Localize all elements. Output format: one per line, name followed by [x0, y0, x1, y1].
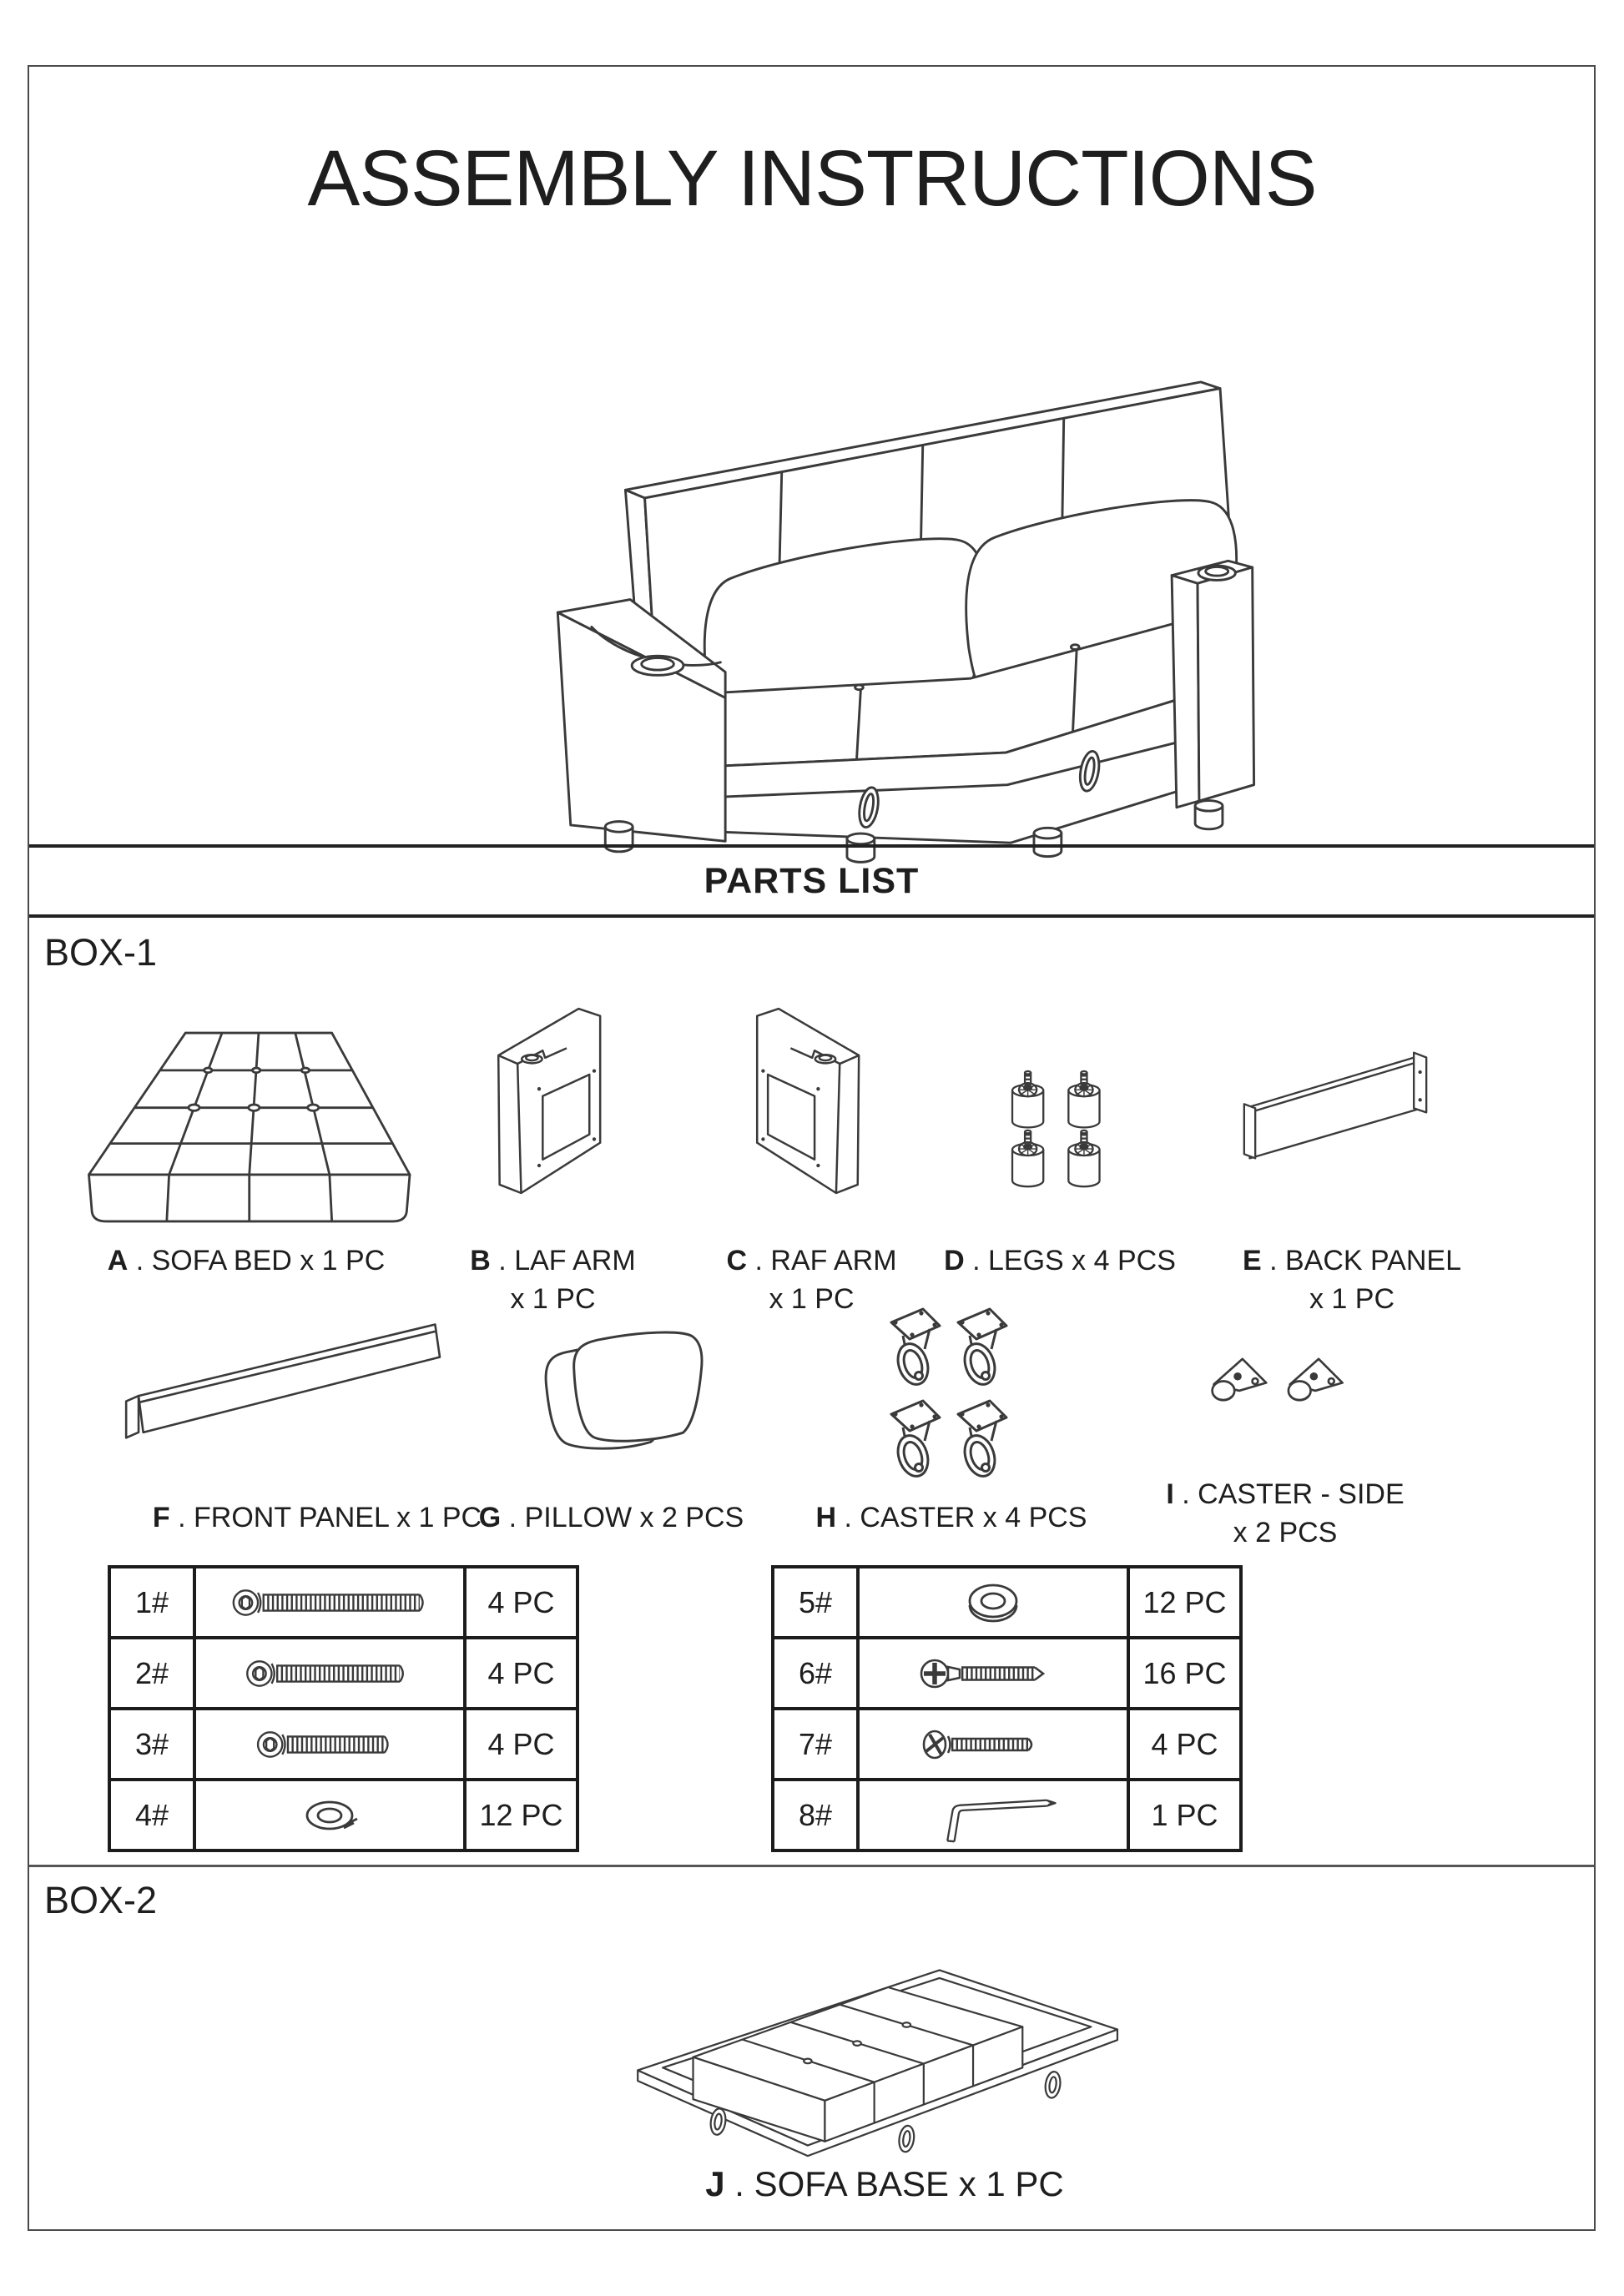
part-text-e: . BACK PANEL	[1261, 1245, 1462, 1276]
part-letter-c: C	[726, 1245, 748, 1276]
hardware-table-right: 5# 12 PC 6#	[771, 1565, 1243, 1852]
part-letter-i: I	[1166, 1478, 1174, 1510]
hardware-qty: 12 PC	[1127, 1565, 1243, 1639]
hardware-qty: 4 PC	[463, 1565, 579, 1639]
hardware-row: 4# 12 PC	[108, 1778, 579, 1852]
figure-legs	[993, 1058, 1122, 1201]
flat-washer-icon	[856, 1565, 1130, 1639]
figure-sofa-bed	[71, 1022, 421, 1232]
part-text-g: . PILLOW x 2 PCS	[501, 1502, 744, 1533]
hardware-no: 3#	[108, 1707, 196, 1781]
hardware-qty: 4 PC	[463, 1707, 579, 1781]
figure-raf-arm	[743, 969, 880, 1224]
part-qty-i: x 2 PCS	[1233, 1517, 1338, 1548]
sofa-illustration	[501, 332, 1285, 864]
allen-key-icon	[856, 1778, 1130, 1852]
part-letter-b: B	[470, 1245, 491, 1276]
section-divider	[29, 1865, 1594, 1867]
part-label-f: F . FRONT PANEL x 1 PC	[50, 1502, 584, 1534]
part-text-h: . CASTER x 4 PCS	[836, 1502, 1087, 1533]
hardware-row: 8# 1 PC	[771, 1778, 1243, 1852]
part-text-b: . LAF ARM	[490, 1245, 636, 1276]
hardware-table-left: 1# 4 PC 2#	[108, 1565, 579, 1852]
part-text-a: . SOFA BED x 1 PC	[128, 1245, 386, 1276]
figure-back-panel	[1223, 1043, 1456, 1168]
part-letter-f: F	[152, 1502, 170, 1533]
part-letter-a: A	[107, 1245, 129, 1276]
hardware-qty: 1 PC	[1127, 1778, 1243, 1852]
figure-laf-arm	[484, 969, 622, 1224]
part-label-j: J . SOFA BASE x 1 PC	[551, 2164, 1218, 2204]
hex-socket-bolt-short-icon	[193, 1707, 467, 1781]
part-qty-e: x 1 PC	[1309, 1283, 1395, 1315]
hardware-no: 1#	[108, 1565, 196, 1639]
part-label-i: I . CASTER - SIDE	[1152, 1478, 1419, 1511]
hardware-row: 7# 4 PC	[771, 1707, 1243, 1781]
page-title: ASSEMBLY INSTRUCTIONS	[307, 134, 1317, 223]
figure-sofa-base	[542, 1912, 1210, 2163]
part-label-h: H . CASTER x 4 PCS	[801, 1502, 1102, 1534]
part-letter-j: J	[705, 2164, 725, 2203]
part-letter-g: G	[478, 1502, 502, 1533]
figure-pillows	[526, 1322, 714, 1464]
hardware-qty: 16 PC	[1127, 1636, 1243, 1710]
part-text-i: . CASTER - SIDE	[1173, 1478, 1405, 1510]
phillips-pan-head-screw-icon	[856, 1707, 1130, 1781]
figure-side-casters	[1206, 1342, 1352, 1421]
hardware-no: 2#	[108, 1636, 196, 1710]
part-letter-h: H	[815, 1502, 837, 1533]
hardware-no: 8#	[771, 1778, 860, 1852]
part-label-a: A . SOFA BED x 1 PC	[50, 1245, 442, 1277]
box1-label: BOX-1	[44, 931, 158, 974]
hardware-qty: 4 PC	[1127, 1707, 1243, 1781]
figure-front-panel	[117, 1312, 451, 1449]
part-qty-c: x 1 PC	[769, 1283, 855, 1315]
part-letter-e: E	[1242, 1245, 1262, 1276]
hardware-row: 1# 4 PC	[108, 1565, 579, 1639]
part-text-f: . FRONT PANEL x 1 PC	[169, 1502, 482, 1533]
part-text-j: . SOFA BASE x 1 PC	[724, 2164, 1064, 2203]
hardware-no: 5#	[771, 1565, 860, 1639]
hardware-qty: 12 PC	[463, 1778, 579, 1852]
hardware-no: 4#	[108, 1778, 196, 1852]
hardware-row: 6# 16 PC	[771, 1636, 1243, 1710]
part-label-b: B . LAF ARM	[446, 1245, 659, 1277]
hardware-no: 6#	[771, 1636, 860, 1710]
part-label-g: G . PILLOW x 2 PCS	[467, 1502, 755, 1534]
part-label-d: D . LEGS x 4 PCS	[939, 1245, 1181, 1277]
box2-label: BOX-2	[44, 1879, 158, 1921]
parts-list-heading: PARTS LIST	[29, 844, 1594, 918]
part-label-e: E . BACK PANEL	[1231, 1245, 1473, 1277]
figure-casters	[885, 1306, 1018, 1485]
part-label-c: C . RAF ARM	[705, 1245, 918, 1277]
hardware-qty: 4 PC	[463, 1636, 579, 1710]
part-text-d: . LEGS x 4 PCS	[964, 1245, 1176, 1276]
phillips-flat-head-screw-icon	[856, 1636, 1130, 1710]
hardware-row: 5# 12 PC	[771, 1565, 1243, 1639]
part-qty-b: x 1 PC	[510, 1283, 596, 1315]
part-letter-d: D	[944, 1245, 965, 1276]
part-text-c: . RAF ARM	[747, 1245, 897, 1276]
hardware-row: 3# 4 PC	[108, 1707, 579, 1781]
hardware-no: 7#	[771, 1707, 860, 1781]
hardware-row: 2# 4 PC	[108, 1636, 579, 1710]
spring-washer-icon	[193, 1778, 467, 1852]
hex-socket-bolt-medium-icon	[193, 1636, 467, 1710]
page-border	[28, 65, 1596, 2231]
hex-socket-bolt-long-icon	[193, 1565, 467, 1639]
